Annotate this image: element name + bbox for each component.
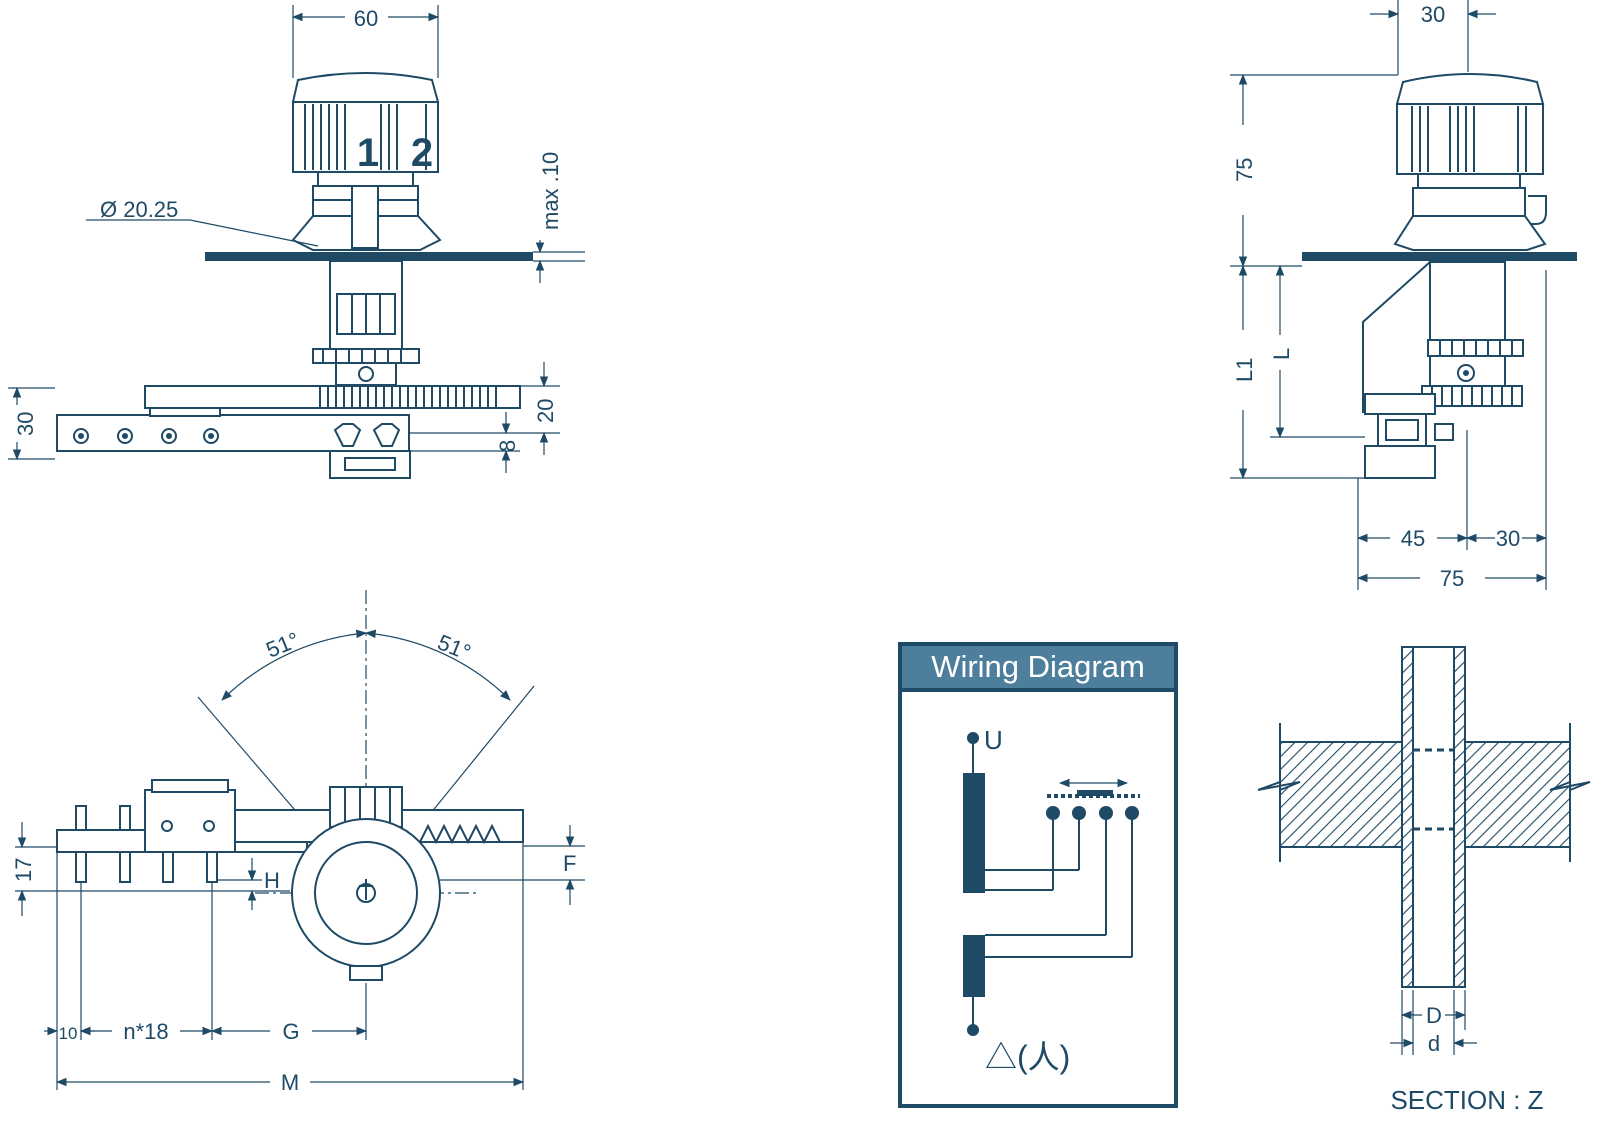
diameter-label: Ø 20.25 xyxy=(100,197,178,222)
dim-17-label: 17 xyxy=(11,858,36,882)
dim-M-label: M xyxy=(281,1070,299,1095)
front-view: 60 1 2 Ø 20.25 max .10 xyxy=(8,5,585,479)
dim-60-label: 60 xyxy=(354,6,378,31)
section-z: D d SECTION : Z xyxy=(1257,646,1591,1115)
wiring-diagram-title: Wiring Diagram xyxy=(931,649,1145,684)
wiring-diagram: Wiring Diagram U △(人) xyxy=(898,642,1178,1108)
dim-10-label: 10 xyxy=(59,1024,78,1043)
side-view: 30 75 xyxy=(1230,0,1577,591)
dim-H-label: H xyxy=(264,868,280,893)
section-caption: SECTION : Z xyxy=(1390,1085,1543,1115)
top-view: 51° 51° 17 H xyxy=(11,590,585,1095)
dim-30-left-label: 30 xyxy=(13,412,38,436)
dim-30-bottom-label: 30 xyxy=(1496,526,1520,551)
terminal-U-label: U xyxy=(984,725,1003,755)
max-10-label: max .10 xyxy=(538,152,563,230)
dim-G-label: G xyxy=(282,1019,299,1044)
dim-D-label: D xyxy=(1426,1003,1442,1028)
dim-45-label: 45 xyxy=(1401,526,1425,551)
dial-number-1: 1 xyxy=(357,131,379,175)
dim-L1-label: L1 xyxy=(1232,358,1257,382)
dial-number-2: 2 xyxy=(411,131,433,175)
angle-right-label: 51° xyxy=(434,629,474,665)
dim-L-label: L xyxy=(1269,348,1294,360)
dim-75-horizontal-label: 75 xyxy=(1440,566,1464,591)
dim-F-label: F xyxy=(563,851,576,876)
terminal-screws xyxy=(73,428,219,444)
dim-8-label: 8 xyxy=(495,440,520,452)
terminal-delta-label: △(人) xyxy=(985,1039,1070,1075)
dim-d-label: d xyxy=(1428,1031,1440,1056)
dim-30-top-label: 30 xyxy=(1421,2,1445,27)
angle-left-label: 51° xyxy=(263,627,303,663)
dim-n18-label: n*18 xyxy=(123,1019,168,1044)
dim-75-vertical-label: 75 xyxy=(1232,158,1257,182)
dim-20-label: 20 xyxy=(533,399,558,423)
